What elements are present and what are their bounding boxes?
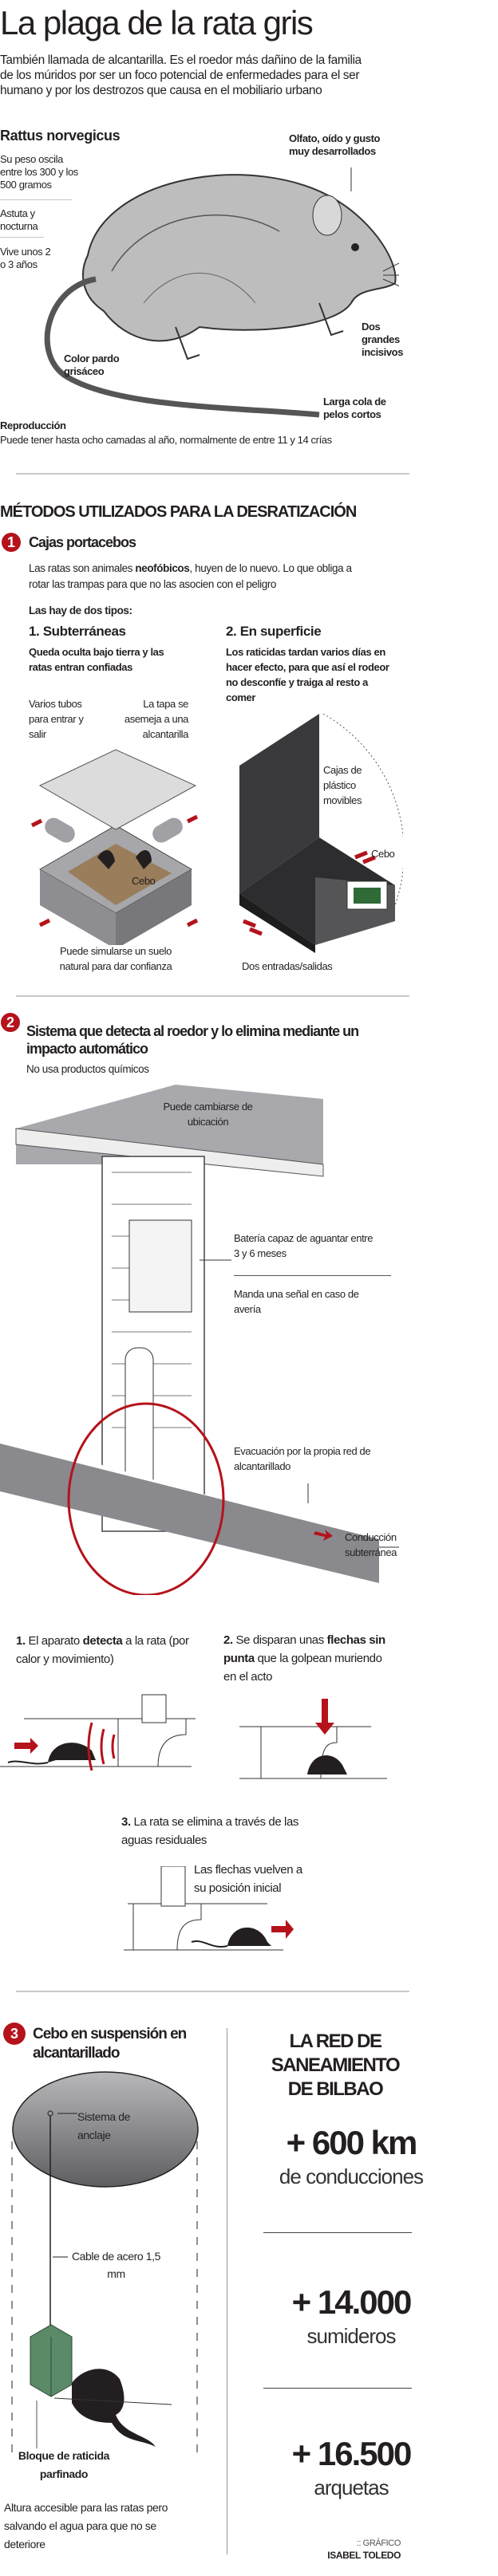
move-label: Puede cambiarse de ubicación xyxy=(163,1101,253,1128)
method1-title: Cajas portacebos xyxy=(29,534,136,550)
bait-label-underground: Cebo xyxy=(132,875,156,887)
step1-illustration xyxy=(0,1694,196,1771)
stat-label-conductions: de conducciones xyxy=(279,2164,424,2188)
text: La rata se elimina a través de las aguas… xyxy=(121,1815,299,1847)
credit-label: :: GRÁFICO xyxy=(356,2539,401,2548)
text: El aparato xyxy=(28,1634,83,1648)
stat-value-drains: + 14.000 xyxy=(291,2283,413,2321)
arrows-return-label: Las flechas vuelven a su posición inicia… xyxy=(194,1863,302,1895)
surface-bait-box xyxy=(239,714,403,953)
tubes-label: Varios tubos para entrar y salir xyxy=(29,698,84,740)
network-title: LA RED DE SANEAMIENTO DE BILBAO xyxy=(271,2030,401,2100)
intro-text: También llamada de alcantarilla. Es el r… xyxy=(0,53,362,97)
credit-author: ISABEL TOLEDO xyxy=(327,2550,401,2561)
species-teeth: Dos grandes incisivos xyxy=(362,321,404,358)
text-bold: neofóbicos xyxy=(135,562,190,574)
step2-illustration xyxy=(239,1699,387,1779)
boxes-label: Cajas de plástico movibles xyxy=(323,764,362,806)
species-weight: Su peso oscila entre los 300 y los 500 g… xyxy=(0,153,78,191)
rat-illustration xyxy=(44,167,399,418)
step2-text: 2. Se disparan unas flechas sin punta qu… xyxy=(223,1631,395,1686)
step1-text: 1. El aparato detecta a la rata (por cal… xyxy=(16,1632,208,1668)
repro-text: Puede tener hasta ocho camadas al año, n… xyxy=(0,434,332,446)
signal-label: Manda una señal en caso de avería xyxy=(234,1288,359,1315)
number-badge-1: 1 xyxy=(2,533,21,552)
text: , huyen de lo nuevo. Lo que obliga a rot… xyxy=(29,562,352,590)
step3-text: 3. La rata se elimina a través de las ag… xyxy=(121,1813,305,1849)
step-number: 1. xyxy=(16,1634,26,1648)
text: Las ratas son animales xyxy=(29,562,136,574)
stat-value-manholes: + 16.500 xyxy=(291,2435,413,2472)
number-badge-3: 3 xyxy=(3,2023,26,2045)
pipe-label: Conducción subterránea xyxy=(345,1531,397,1558)
step-number: 2. xyxy=(223,1633,233,1647)
stat-value-conductions: + 600 km xyxy=(286,2124,418,2161)
height-label: Altura accesible para las ratas pero sal… xyxy=(4,2501,168,2550)
species-senses: Olfato, oído y gusto muy desarrollados xyxy=(289,132,381,157)
lid-label: La tapa se asemeja a una alcantarilla xyxy=(124,698,188,740)
types-label: Las hay de dos tipos: xyxy=(29,605,132,616)
page-title: La plaga de la rata gris xyxy=(0,4,314,41)
evac-label: Evacuación por la propia red de alcantar… xyxy=(234,1445,371,1472)
battery-label: Batería capaz de aguantar entre 3 y 6 me… xyxy=(234,1232,374,1259)
underground-bait-box xyxy=(30,749,199,945)
floor-label: Puede simularse un suelo natural para da… xyxy=(59,945,172,972)
text: que la golpean muriendo en el acto xyxy=(223,1652,382,1684)
type2-desc: Los raticidas tardan varios días en hace… xyxy=(226,646,389,703)
bait-label-surface: Cebo xyxy=(371,848,395,860)
entries-label: Dos entradas/salidas xyxy=(242,960,333,972)
species-tail: Larga cola de pelos cortos xyxy=(323,396,386,420)
anchor-label: Sistema de anclaje xyxy=(77,2110,131,2141)
species-behaviour: Astuta y nocturna xyxy=(0,207,38,232)
method2-title: Sistema que detecta al roedor y lo elimi… xyxy=(26,1023,359,1057)
species-color: Color pardo grisáceo xyxy=(64,353,120,377)
species-life: Vive unos 2 o 3 años xyxy=(0,246,51,270)
text-bold: detecta xyxy=(82,1634,123,1648)
type2-title: 2. En superficie xyxy=(226,624,322,639)
type1-desc: Queda oculta bajo tierra y las ratas ent… xyxy=(29,646,164,673)
block-label: Bloque de raticida parfinado xyxy=(18,2449,110,2480)
number-badge-2: 2 xyxy=(1,1013,20,1032)
species-name: Rattus norvegicus xyxy=(0,128,121,144)
step-number: 3. xyxy=(121,1815,131,1829)
type1-title: 1. Subterráneas xyxy=(29,624,126,639)
repro-title: Reproducción xyxy=(0,419,66,431)
method2-sub: No usa productos químicos xyxy=(26,1063,149,1075)
impact-trap-illustration xyxy=(0,1085,498,1595)
method3-title: Cebo en suspensión en alcantarillado xyxy=(33,2026,187,2062)
text: Se disparan unas xyxy=(235,1633,327,1647)
method1-text: Las ratas son animales neofóbicos, huyen… xyxy=(29,561,364,593)
methods-title: MÉTODOS UTILIZADOS PARA LA DESRATIZACIÓN xyxy=(0,503,357,521)
stat-label-manholes: arquetas xyxy=(314,2476,389,2499)
text: a la rata (por calor y movimiento) xyxy=(16,1634,189,1666)
stat-label-drains: sumideros xyxy=(306,2324,397,2348)
text-bold: flechas sin punta xyxy=(223,1633,385,1665)
cable-label: Cable de acero 1,5 mm xyxy=(71,2250,161,2280)
suspension-bait-illustration xyxy=(11,2071,199,2460)
step3-illustration xyxy=(124,1866,294,1951)
